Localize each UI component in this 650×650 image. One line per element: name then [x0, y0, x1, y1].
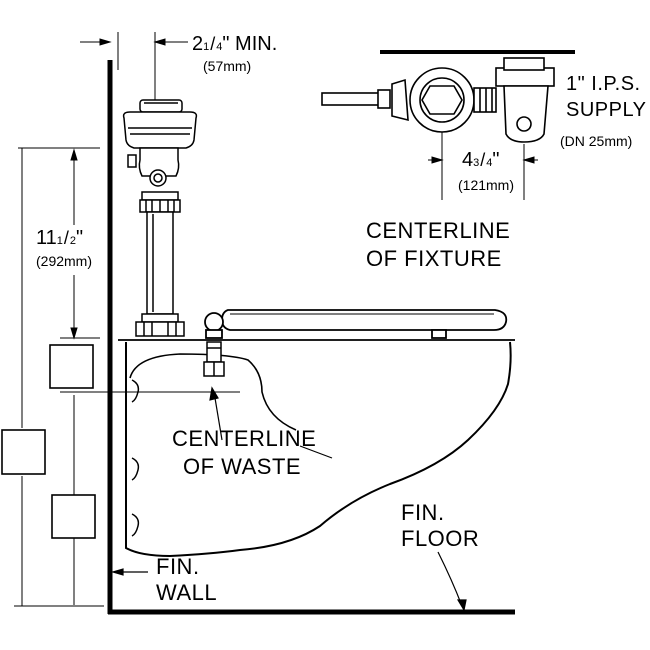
- fin-wall-label-2: WALL: [156, 580, 218, 605]
- supply-offset-suffix: ": [492, 149, 500, 171]
- wall-offset-whole: 2: [192, 33, 204, 55]
- supply-label-3: (DN 25mm): [560, 133, 633, 149]
- centerline-waste-label-1: CENTERLINE: [172, 426, 317, 451]
- mounting-bolt: [203, 341, 225, 377]
- fin-floor-label-2: FLOOR: [401, 526, 480, 551]
- wall-offset-metric: (57mm): [203, 58, 252, 74]
- height-whole: 11: [36, 227, 57, 249]
- supply-offset-metric: (121mm): [458, 177, 515, 193]
- centerline-fixture-label-1: CENTERLINE: [366, 218, 511, 243]
- carrier-plate-lower: [51, 494, 96, 539]
- leader-lines: [110, 386, 467, 612]
- supply-top-view: [321, 50, 575, 143]
- carrier-plate-middle: [1, 429, 46, 475]
- supply-offset-den: 4: [486, 157, 493, 169]
- height-suffix: ": [76, 227, 84, 249]
- supply-offset-whole: 4: [462, 149, 474, 171]
- supply-label-2: SUPPLY: [566, 99, 647, 121]
- supply-offset-num: 3: [473, 157, 480, 169]
- height-den: 2: [69, 235, 77, 247]
- dimension-lines: [14, 32, 240, 607]
- height-metric: (292mm): [36, 253, 93, 269]
- centerline-fixture-label-2: OF FIXTURE: [366, 246, 502, 271]
- wall-offset-den: 4: [216, 41, 223, 53]
- carrier-plate-upper: [49, 344, 94, 389]
- toilet-bowl: [118, 339, 515, 558]
- centerline-waste-label-2: OF WASTE: [183, 454, 302, 479]
- toilet-seat: [204, 309, 508, 339]
- fin-wall-label-1: FIN.: [156, 554, 200, 579]
- fin-floor-label-1: FIN.: [401, 500, 445, 525]
- supply-dimension-lines: [428, 132, 538, 200]
- supply-label-1: 1" I.P.S.: [566, 73, 641, 95]
- height-num: 1: [56, 235, 63, 247]
- wall-offset-num: 1: [203, 41, 210, 53]
- flushometer-valve: [122, 99, 198, 337]
- wall-offset-suffix: " MIN.: [222, 33, 278, 55]
